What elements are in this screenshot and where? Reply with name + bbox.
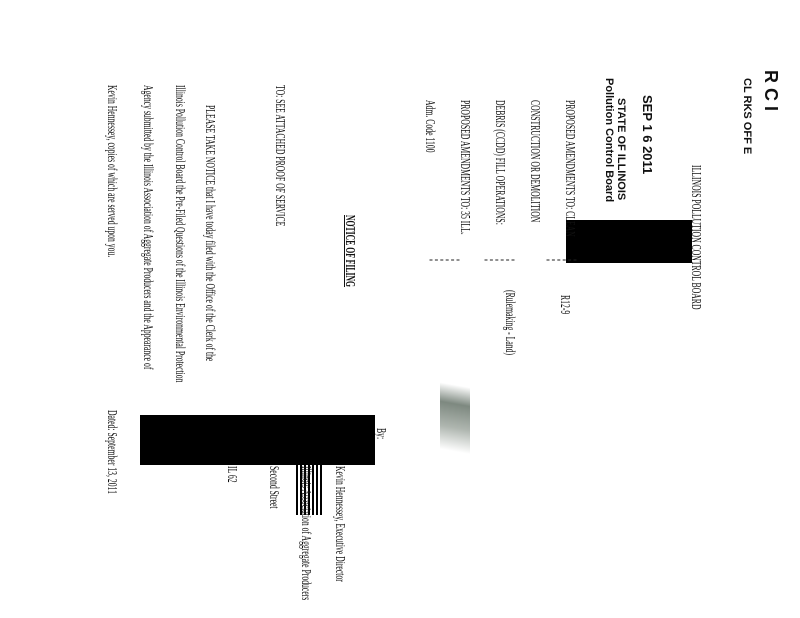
caption-divider <box>546 259 577 261</box>
docket-number: R12-9 <box>557 295 572 315</box>
signature-redaction-block <box>140 415 375 465</box>
stamp-clerks-office: CL RKS OFF E <box>741 78 753 155</box>
notice-body-line: Agency submitted by the Illinois Associa… <box>140 85 155 370</box>
signature-line: Illinois Association of Aggregate Produc… <box>298 466 313 601</box>
caption-divider <box>484 259 515 261</box>
notice-to: TO: SEE ATTACHED PROOF OF SERVICE <box>272 85 287 227</box>
signature-by-label: By: <box>373 428 388 440</box>
signature-line: Kevin Hennessey, Executive Director <box>332 466 347 582</box>
stamp-received: R C I <box>761 70 781 112</box>
caption-line: PROPOSED AMENDMENTS TO: CLEAN <box>562 100 577 237</box>
caption-line: Adm. Code 1100 <box>422 100 437 153</box>
signature-scribble <box>440 378 470 468</box>
caption-line: DEBRIS (CCDD) FILL OPERATIONS: <box>492 100 507 225</box>
docket-type: (Rulemaking - Land) <box>502 290 517 356</box>
stamp-board: Pollution Control Board <box>603 78 615 203</box>
stamp-date: SEP 1 6 2011 <box>640 95 655 175</box>
caption-line: PROPOSED AMENDMENTS TO: 35 ILL. <box>457 100 472 235</box>
redaction-block <box>566 220 692 263</box>
notice-body-line: Illinois Pollution Control Board the Pre… <box>172 85 187 383</box>
caption-line: CONSTRUCTION OR DEMOLITION <box>527 100 542 223</box>
signature-line: Second Street <box>266 466 281 509</box>
notice-body-line: PLEASE TAKE NOTICE that I have today fil… <box>202 105 217 362</box>
caption-divider <box>429 259 460 261</box>
notice-body-line: Kevin Hennessey, copies of which are ser… <box>104 85 119 258</box>
notice-title: NOTICE OF FILING <box>342 215 357 288</box>
dated-line: Dated: September 13, 2011 <box>104 410 119 494</box>
stamp-state: STATE OF ILLINOIS <box>615 98 627 201</box>
signature-line: IL 62 <box>224 466 239 483</box>
